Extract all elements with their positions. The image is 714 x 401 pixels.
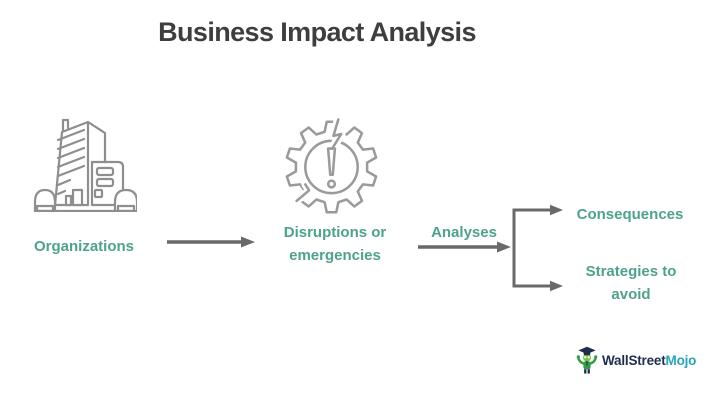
mojo-mascot-icon — [576, 346, 598, 374]
analyses-label: Analyses — [431, 224, 497, 241]
logo-wordmark-mojo: Mojo — [665, 353, 697, 368]
wallstreetmojo-logo: WallStreetMojo — [576, 346, 696, 375]
organizations-label: Organizations — [33, 238, 134, 255]
consequences-label: Consequences — [576, 206, 684, 223]
strategies-label: Strategies to avoid — [585, 263, 677, 303]
logo-wordmark: WallStreetMojo — [602, 353, 696, 368]
building-icon — [33, 118, 137, 212]
broken-gear-alert-icon — [285, 117, 378, 214]
arrow-organizations-to-disruptions — [167, 236, 255, 248]
disruptions-label: Disruptions or emergencies — [283, 224, 387, 264]
arrow-analyses — [418, 241, 511, 253]
page-title: Business Impact Analysis — [158, 17, 476, 47]
logo-wordmark-wallstreet: WallStreet — [602, 353, 666, 368]
branch-connector — [512, 204, 563, 292]
